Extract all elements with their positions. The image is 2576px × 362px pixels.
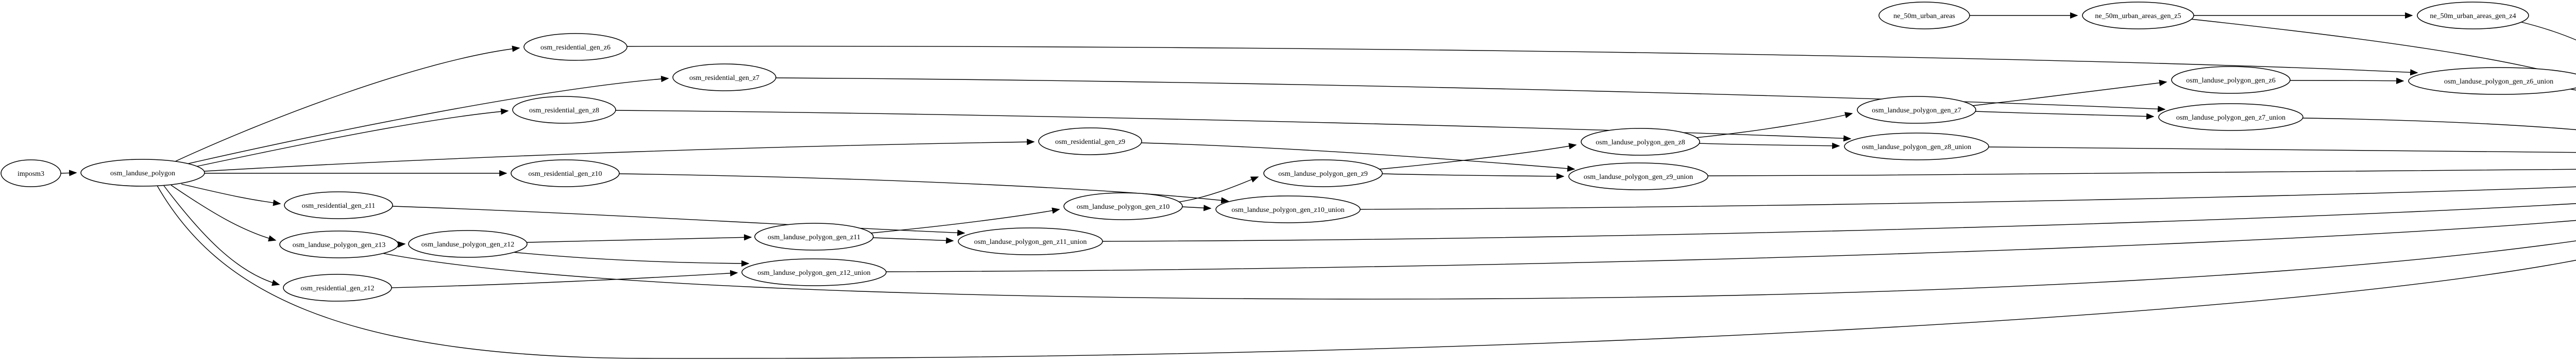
node-label: osm_landuse_polygon_gen_z6 bbox=[2186, 77, 2275, 85]
edge-gen-z12-to-gen-z12-union bbox=[512, 252, 750, 267]
node-osm-residential-gen-z6: osm_residential_gen_z6 bbox=[523, 33, 628, 61]
node-label: osm_landuse_polygon_gen_z7 bbox=[1872, 107, 1961, 114]
node-osm-landuse-polygon-gen-z12: osm_landuse_polygon_gen_z12 bbox=[408, 230, 528, 258]
edge-gen-z7-union-to-layer-landuse-z7 bbox=[2302, 118, 2576, 130]
node-label: osm_residential_gen_z10 bbox=[528, 170, 602, 178]
node-osm-landuse-polygon-gen-z9-union: osm_landuse_polygon_gen_z9_union bbox=[1568, 162, 1708, 190]
node-label: osm_residential_gen_z6 bbox=[540, 44, 611, 52]
edge-gen-z6-to-gen-z6-union bbox=[2290, 77, 2404, 84]
node-osm-landuse-polygon-gen-z9: osm_landuse_polygon_gen_z9 bbox=[1263, 159, 1383, 187]
edge-osm-landuse-polygon-to-osm-residential-gen-z12 bbox=[163, 185, 280, 286]
node-label: osm_landuse_polygon_gen_z9 bbox=[1278, 170, 1367, 178]
edge-gen-z11-union-to-layer-landuse-z11 bbox=[1102, 203, 2576, 242]
node-osm-residential-gen-z8: osm_residential_gen_z8 bbox=[512, 96, 616, 124]
node-osm-residential-gen-z11: osm_residential_gen_z11 bbox=[284, 191, 393, 219]
node-ne-50m-urban-areas-gen-z4: ne_50m_urban_areas_gen_z4 bbox=[2417, 2, 2529, 29]
edge-gen-z10-union-to-layer-landuse-z10 bbox=[1360, 186, 2576, 210]
node-osm-landuse-polygon-gen-z8: osm_landuse_polygon_gen_z8 bbox=[1581, 128, 1700, 156]
node-label: osm_landuse_polygon_gen_z12_union bbox=[757, 269, 870, 277]
edge-res-z9-to-gen-z9-union bbox=[1141, 142, 1575, 172]
node-label: osm_landuse_polygon bbox=[110, 170, 175, 177]
node-label: osm_residential_gen_z12 bbox=[300, 285, 374, 292]
node-label: osm_landuse_polygon_gen_z13 bbox=[293, 241, 385, 249]
edge-osm-landuse-polygon-to-osm-residential-gen-z11 bbox=[181, 184, 281, 206]
node-label: osm_residential_gen_z8 bbox=[529, 107, 599, 114]
edge-res-z10-to-gen-z10-union bbox=[619, 173, 1229, 204]
node-label: osm_landuse_polygon_gen_z11_union bbox=[974, 238, 1087, 246]
edge-gen-z10-to-gen-z9 bbox=[1177, 176, 1259, 203]
edge-res-z11-to-gen-z11-union bbox=[392, 206, 965, 236]
node-osm-landuse-polygon-gen-z13: osm_landuse_polygon_gen_z13 bbox=[279, 231, 399, 258]
edge-osm-landuse-polygon-to-osm-residential-gen-z6 bbox=[175, 45, 520, 162]
edge-gen-z13-to-layer-landuse-z13 bbox=[382, 240, 2576, 300]
node-label: osm_residential_gen_z9 bbox=[1055, 138, 1125, 146]
edge-gen-z8-union-to-layer-landuse-z8 bbox=[1988, 146, 2576, 153]
edge-gen-z10-to-gen-z10-union bbox=[1181, 205, 1212, 211]
node-label: ne_50m_urban_areas_gen_z5 bbox=[2095, 12, 2181, 20]
node-osm-landuse-polygon-gen-z10-union: osm_landuse_polygon_gen_z10_union bbox=[1215, 195, 1361, 223]
node-osm-landuse-polygon-gen-z7-union: osm_landuse_polygon_gen_z7_union bbox=[2158, 103, 2303, 131]
edge-osm-landuse-polygon-to-osm-residential-gen-z7 bbox=[186, 75, 669, 164]
node-osm-landuse-polygon-gen-z6: osm_landuse_polygon_gen_z6 bbox=[2171, 66, 2291, 94]
node-osm-landuse-polygon-gen-z8-union: osm_landuse_polygon_gen_z8_union bbox=[1844, 133, 1989, 160]
node-label: osm_landuse_polygon_gen_z10 bbox=[1077, 203, 1170, 211]
node-label: osm_landuse_polygon_gen_z11 bbox=[768, 234, 860, 241]
node-osm-residential-gen-z12: osm_residential_gen_z12 bbox=[283, 274, 392, 302]
edge-gen-z8-to-gen-z7 bbox=[1696, 112, 1853, 138]
edge-ne-gen-z5-to-layer-landuse-z5 bbox=[2190, 19, 2576, 79]
node-label: imposm3 bbox=[18, 170, 44, 178]
node-osm-landuse-polygon-gen-z11: osm_landuse_polygon_gen_z11 bbox=[754, 223, 874, 251]
node-osm-landuse-polygon-gen-z7: osm_landuse_polygon_gen_z7 bbox=[1857, 96, 1976, 124]
edge-layer bbox=[60, 12, 2576, 359]
edge-gen-z6-union-to-layer-landuse-z6 bbox=[2568, 88, 2576, 91]
node-osm-residential-gen-z9: osm_residential_gen_z9 bbox=[1038, 127, 1142, 155]
edge-gen-z7-to-gen-z7-union bbox=[1974, 111, 2155, 120]
edge-res-z12-to-gen-z12-union bbox=[391, 270, 738, 288]
node-osm-landuse-polygon-gen-z11-union: osm_landuse_polygon_gen_z11_union bbox=[958, 227, 1103, 255]
edge-gen-z9-union-to-layer-landuse-z9 bbox=[1707, 169, 2576, 176]
edge-osm-landuse-polygon-to-layer-landuse-z14 bbox=[157, 185, 2576, 359]
node-osm-landuse-polygon: osm_landuse_polygon bbox=[80, 159, 205, 187]
node-osm-landuse-polygon-gen-z12-union: osm_landuse_polygon_gen_z12_union bbox=[741, 258, 887, 286]
node-label: osm_landuse_polygon_gen_z9_union bbox=[1584, 173, 1693, 181]
edge-ne-gen-z4-to-layer-landuse-z4 bbox=[2517, 21, 2576, 41]
node-ne-50m-urban-areas-gen-z5: ne_50m_urban_areas_gen_z5 bbox=[2082, 2, 2194, 29]
node-label: osm_landuse_polygon_gen_z8_union bbox=[1862, 143, 1971, 151]
edge-gen-z12-to-gen-z11 bbox=[527, 234, 752, 243]
node-osm-landuse-polygon-gen-z6-union: osm_landuse_polygon_gen_z6_union bbox=[2408, 67, 2576, 95]
edge-gen-z9-to-gen-z8 bbox=[1379, 143, 1577, 170]
edge-gen-z11-to-gen-z11-union bbox=[873, 237, 954, 244]
node-label: osm_landuse_polygon_gen_z8 bbox=[1596, 139, 1685, 146]
edge-res-z6-to-gen-z6-union bbox=[626, 45, 2418, 76]
node-label: osm_landuse_polygon_gen_z7_union bbox=[2176, 114, 2285, 122]
node-osm-residential-gen-z7: osm_residential_gen_z7 bbox=[672, 63, 776, 91]
node-label: osm_landuse_polygon_gen_z10_union bbox=[1231, 206, 1344, 214]
edge-gen-z12-union-to-layer-landuse-z12 bbox=[886, 220, 2576, 272]
edge-osm-landuse-polygon-to-osm-residential-gen-z8 bbox=[195, 108, 509, 167]
node-osm-landuse-polygon-gen-z10: osm_landuse_polygon_gen_z10 bbox=[1063, 192, 1183, 220]
edge-res-z7-to-gen-z7-union bbox=[775, 77, 2166, 112]
node-label: ne_50m_urban_areas_gen_z4 bbox=[2430, 12, 2516, 20]
node-ne-50m-urban-areas: ne_50m_urban_areas bbox=[1878, 2, 1970, 29]
edge-gen-z9-to-gen-z9-union bbox=[1382, 173, 1565, 180]
node-label: osm_residential_gen_z7 bbox=[689, 74, 759, 82]
edge-osm-landuse-polygon-to-osm-residential-gen-z9 bbox=[204, 139, 1035, 172]
node-imposm3: imposm3 bbox=[1, 159, 61, 187]
node-label: osm_landuse_polygon_gen_z6_union bbox=[2444, 78, 2553, 86]
edge-gen-z7-to-gen-z6 bbox=[1972, 79, 2167, 106]
node-label: osm_landuse_polygon_gen_z12 bbox=[421, 241, 514, 249]
node-osm-residential-gen-z10: osm_residential_gen_z10 bbox=[511, 159, 620, 187]
edge-osm-landuse-polygon-to-osm-landuse-polygon-gen-z13 bbox=[171, 185, 277, 242]
edge-gen-z11-to-gen-z10 bbox=[870, 207, 1060, 234]
node-label: osm_residential_gen_z11 bbox=[302, 202, 376, 210]
node-label: ne_50m_urban_areas bbox=[1893, 12, 1955, 20]
edge-gen-z8-to-gen-z8-union bbox=[1698, 142, 1840, 149]
edge-res-z8-to-gen-z8-union bbox=[615, 110, 1852, 142]
